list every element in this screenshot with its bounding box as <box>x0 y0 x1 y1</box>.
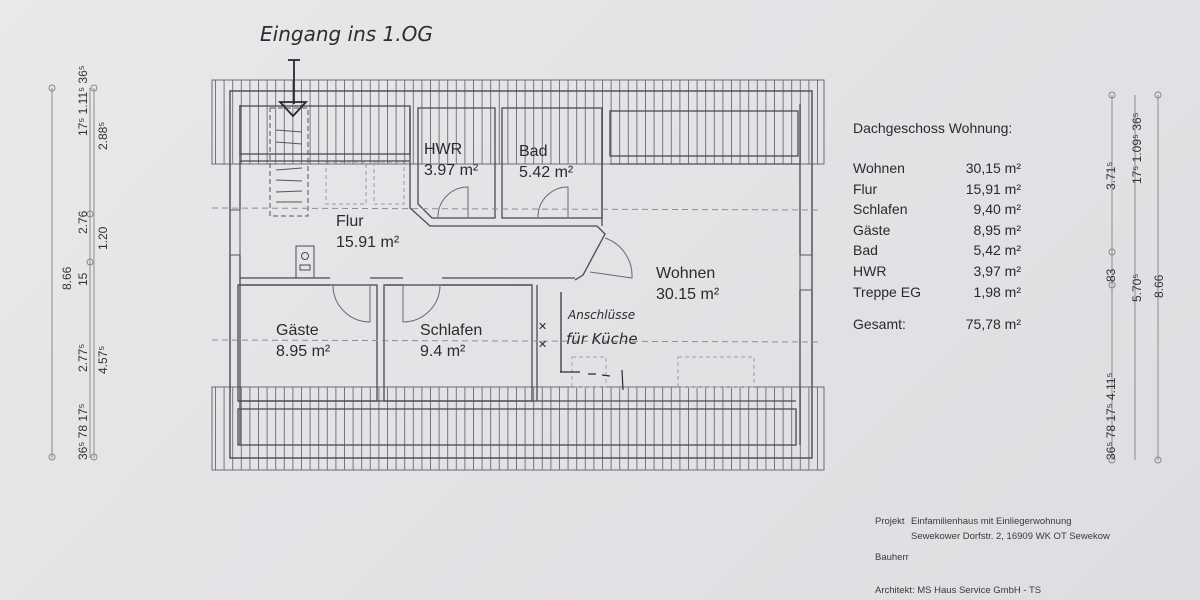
entrance-arrow-icon <box>277 59 309 118</box>
svg-text:✕: ✕ <box>538 321 547 333</box>
dim-left-i1: 1.20 <box>96 226 110 250</box>
room-bad: Bad 5.42 m² <box>519 141 573 183</box>
dim-right-outer: 8.66 <box>1152 274 1166 298</box>
room-wohnen: Wohnen 30.15 m² <box>656 263 719 305</box>
room-name: Bad <box>519 143 548 160</box>
entrance-note: Eingang ins 1.OG <box>260 22 433 46</box>
title-block: Projekt Einfamilienhaus mit Einliegerwohn… <box>875 516 1110 600</box>
dim-right-m3: 3.71⁵ <box>1104 161 1118 190</box>
dim-left-i0: 4.57⁵ <box>96 345 110 374</box>
dim-left-i2: 2.88⁵ <box>96 121 110 150</box>
dim-left-m0: 36⁵ 78 17⁵ <box>76 403 90 460</box>
svg-text:✕: ✕ <box>538 339 547 351</box>
dim-right-m0: 36⁵ 78 17⁵ <box>1104 403 1118 460</box>
room-area: 30.15 m² <box>656 286 720 303</box>
project-line1: Einfamilienhaus mit Einliegerwohnung <box>911 516 1072 527</box>
architect-label: Architekt: <box>875 585 915 596</box>
dim-right-m4: 17⁵ 1.09⁵ 36⁵ <box>1130 112 1144 184</box>
client-label: Bauherr <box>875 552 909 563</box>
room-flur: Flur 15.91 m² <box>336 211 399 253</box>
room-name: Schlafen <box>420 322 483 339</box>
dim-left-outer: 8.66 <box>60 266 74 290</box>
room-area: 5.42 m² <box>519 164 574 181</box>
dim-right-m2: 83 <box>1104 268 1118 282</box>
room-area: 3.97 m² <box>424 162 479 179</box>
room-hwr: HWR 3.97 m² <box>424 139 478 181</box>
room-name: Wohnen <box>656 265 716 282</box>
room-name: Gäste <box>276 322 319 339</box>
kitchen-note-line2: für Küche <box>566 330 638 348</box>
project-label: Projekt <box>875 516 905 527</box>
architect-name: MS Haus Service GmbH - TS <box>917 585 1042 596</box>
room-gaeste: Gäste 8.95 m² <box>276 320 330 362</box>
dim-right-m1: 4.11⁵ <box>1104 372 1118 400</box>
kitchen-note-line1: Anschlüsse <box>568 308 636 322</box>
summary-total: Gesamt:75,78 m² <box>853 316 1021 333</box>
room-area: 9.4 m² <box>420 343 466 360</box>
project-line2: Sewekower Dorfstr. 2, 16909 WK OT Seweko… <box>911 531 1110 542</box>
room-area: 8.95 m² <box>276 343 331 360</box>
dim-left-m2: 15 <box>76 272 90 286</box>
room-area: 15.91 m² <box>336 234 400 251</box>
dim-left-m3: 2.76 <box>76 210 90 234</box>
dim-right-i0: 5.70⁵ <box>1130 273 1144 302</box>
room-name: HWR <box>424 141 463 158</box>
dim-left-m4: 17⁵ 1.11⁵ 36⁵ <box>76 65 90 136</box>
dim-left-m1: 2.77⁵ <box>76 343 90 372</box>
room-name: Flur <box>336 213 364 230</box>
summary-title: Dachgeschoss Wohnung: <box>853 120 1013 136</box>
room-schlafen: Schlafen 9.4 m² <box>420 320 482 362</box>
